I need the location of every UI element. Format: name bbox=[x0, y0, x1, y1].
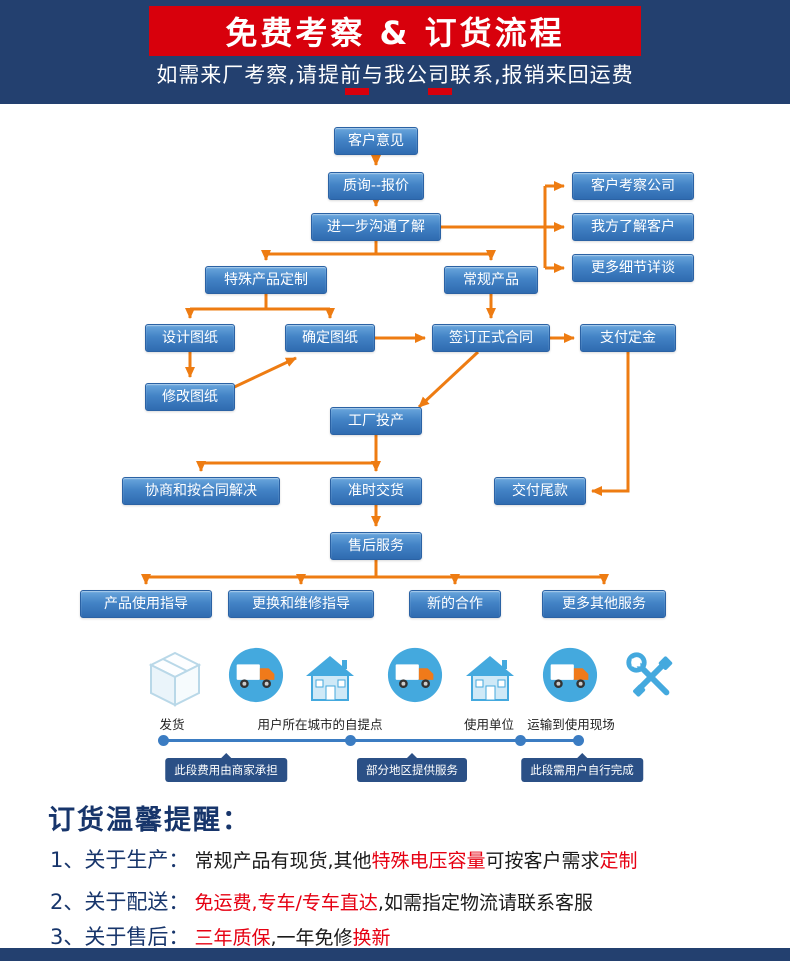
logistics-step-label: 运输到使用现场 bbox=[527, 717, 615, 732]
header-subtitle: 如需来厂考察,请提前与我公司联系,报销来回运费 bbox=[156, 63, 634, 87]
flow-node-more-details: 更多细节详谈 bbox=[572, 254, 694, 282]
reminder-item-number: 3、 bbox=[50, 925, 85, 949]
flow-node-inquiry-quote: 质询--报价 bbox=[328, 172, 424, 200]
timeline-dot bbox=[345, 735, 356, 746]
flow-node-pay-balance: 交付尾款 bbox=[494, 477, 586, 505]
logistics-step-label: 用户所在城市的自提点 bbox=[257, 717, 383, 732]
logistics-step-label: 使用单位 bbox=[463, 717, 515, 732]
title-banner: 免费考察 & 订货流程 bbox=[149, 6, 641, 56]
reminder-text: 可按客户需求 bbox=[485, 850, 600, 872]
reminder-text-highlight: 换新 bbox=[352, 927, 391, 949]
flow-node-replacement-repair-guidance: 更换和维修指导 bbox=[228, 590, 374, 618]
house-icon bbox=[462, 652, 518, 708]
header: 免费考察 & 订货流程 如需来厂考察,请提前与我公司联系,报销来回运费 bbox=[0, 0, 790, 104]
flow-node-regular-product: 常规产品 bbox=[444, 266, 538, 294]
timeline-line bbox=[163, 739, 578, 742]
flow-node-factory-production: 工厂投产 bbox=[330, 407, 422, 435]
reminder-item-label: 关于配送： bbox=[84, 890, 190, 914]
timeline-dot bbox=[573, 735, 584, 746]
logistics-step-label: 发货 bbox=[159, 717, 185, 732]
page-title: 免费考察 & 订货流程 bbox=[225, 14, 565, 52]
delivery-truck-icon bbox=[386, 646, 444, 708]
reminder-text: ,一年免修 bbox=[270, 927, 353, 949]
flow-node-after-sales-service: 售后服务 bbox=[330, 532, 422, 560]
footer-bar bbox=[0, 948, 790, 961]
package-icon bbox=[148, 650, 202, 712]
reminder-item-delivery: 2、关于配送： 免运费,专车/专车直达,如需指定物流请联系客服 bbox=[50, 886, 593, 916]
flow-node-customer-opinion: 客户意见 bbox=[334, 127, 418, 155]
pickup-house-icon bbox=[302, 652, 358, 708]
flow-node-modify-drawing: 修改图纸 bbox=[145, 383, 235, 411]
reminder-text-highlight: 免运费,专车/专车直达 bbox=[194, 892, 378, 914]
tools-icon bbox=[622, 648, 680, 710]
flow-node-further-communication: 进一步沟通了解 bbox=[311, 213, 441, 241]
red-dash bbox=[345, 88, 369, 95]
reminder-text-highlight: 定制 bbox=[599, 850, 638, 872]
reminder-text: ,如需指定物流请联系客服 bbox=[377, 892, 593, 914]
reminder-item-number: 2、 bbox=[50, 890, 85, 914]
timeline-label-merchant: 此段费用由商家承担 bbox=[165, 753, 287, 782]
flow-node-special-product: 特殊产品定制 bbox=[205, 266, 327, 294]
reminder-text-highlight: 特殊电压容量 bbox=[371, 850, 486, 872]
flow-node-new-cooperation: 新的合作 bbox=[409, 590, 501, 618]
delivery-truck-icon bbox=[227, 646, 285, 708]
flow-node-design-drawing: 设计图纸 bbox=[145, 324, 235, 352]
flow-node-more-other-services: 更多其他服务 bbox=[542, 590, 666, 618]
timeline-dot bbox=[158, 735, 169, 746]
flow-node-pay-deposit: 支付定金 bbox=[580, 324, 676, 352]
reminder-text-highlight: 三年质保 bbox=[194, 927, 271, 949]
timeline-label-partial-service: 部分地区提供服务 bbox=[357, 753, 467, 782]
timeline-dot bbox=[515, 735, 526, 746]
flow-node-negotiate-by-contract: 协商和按合同解决 bbox=[122, 477, 280, 505]
red-dash bbox=[428, 88, 452, 95]
flow-node-sign-contract: 签订正式合同 bbox=[432, 324, 550, 352]
reminder-item-label: 关于售后： bbox=[84, 925, 190, 949]
reminder-item-number: 1、 bbox=[50, 848, 85, 872]
delivery-truck-icon bbox=[541, 646, 599, 708]
flow-node-we-know-client: 我方了解客户 bbox=[572, 213, 694, 241]
flow-node-confirm-drawing: 确定图纸 bbox=[285, 324, 375, 352]
timeline-label-user-self: 此段需用户自行完成 bbox=[521, 753, 643, 782]
flow-node-on-time-delivery: 准时交货 bbox=[330, 477, 422, 505]
reminder-title: 订货温馨提醒： bbox=[48, 805, 251, 836]
flow-node-client-visit-company: 客户考察公司 bbox=[572, 172, 694, 200]
reminder-item-after-sales: 3、关于售后： 三年质保,一年免修换新 bbox=[50, 921, 391, 951]
flow-node-usage-guidance: 产品使用指导 bbox=[80, 590, 212, 618]
reminder-item-label: 关于生产： bbox=[84, 848, 190, 872]
reminder-text: 常规产品有现货,其他 bbox=[194, 850, 372, 872]
reminder-item-production: 1、关于生产： 常规产品有现货,其他特殊电压容量可按客户需求定制 bbox=[50, 844, 638, 874]
